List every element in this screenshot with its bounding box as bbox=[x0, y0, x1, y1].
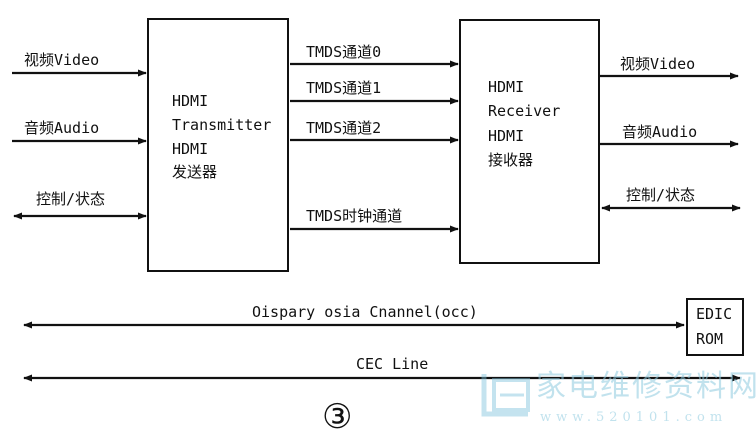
transmitter-line-1: HDMI bbox=[172, 92, 209, 110]
hdmi-receiver-box bbox=[459, 19, 600, 264]
transmitter-line-4: 发送器 bbox=[172, 163, 218, 181]
watermark-url: www.520101.com bbox=[540, 410, 728, 425]
transmitter-line-2: Transmitter bbox=[172, 116, 272, 134]
figure-number: ③ bbox=[322, 397, 353, 437]
transmitter-line-3: HDMI bbox=[172, 140, 209, 158]
right-audio-label: 音频Audio bbox=[622, 123, 698, 141]
cec-label: CEC Line bbox=[356, 355, 429, 373]
left-audio-label: 音频Audio bbox=[24, 119, 100, 137]
watermark-logo bbox=[481, 374, 530, 417]
watermark-title: 家电维修资料网 bbox=[536, 369, 756, 404]
edid-rom-box bbox=[686, 298, 744, 356]
left-video-label: 视频Video bbox=[24, 51, 100, 69]
tmds-ch1-label: TMDS通道1 bbox=[306, 79, 382, 97]
tmds-ch0-label: TMDS通道0 bbox=[306, 43, 382, 61]
hdmi-transmitter-box bbox=[147, 18, 289, 272]
right-control-label: 控制/状态 bbox=[626, 186, 696, 204]
tmds-ch2-label: TMDS通道2 bbox=[306, 119, 382, 137]
tmds-clock-label: TMDS时钟通道 bbox=[306, 207, 403, 225]
left-control-label: 控制/状态 bbox=[36, 190, 106, 208]
receiver-line-1: HDMI bbox=[488, 78, 525, 96]
ddc-label: Oispary osia Cnannel(occ) bbox=[252, 303, 478, 321]
edid-line-1: EDIC bbox=[696, 305, 733, 323]
receiver-line-2: Receiver bbox=[488, 102, 561, 120]
receiver-line-4: 接收器 bbox=[488, 151, 534, 169]
right-video-label: 视频Video bbox=[620, 55, 696, 73]
receiver-line-3: HDMI bbox=[488, 127, 525, 145]
edid-line-2: ROM bbox=[696, 330, 724, 348]
